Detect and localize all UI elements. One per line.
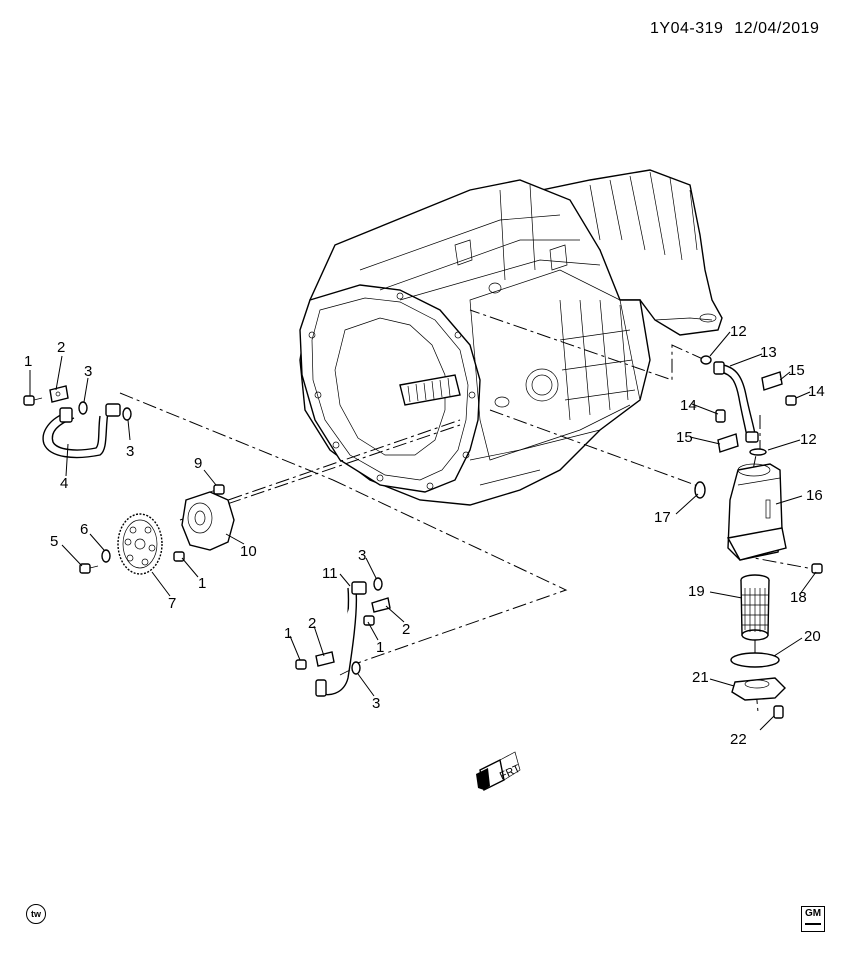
bolt-5 xyxy=(79,563,99,574)
callout-1-lower: 1 xyxy=(284,625,292,642)
callout-11: 11 xyxy=(322,565,338,582)
filter-element-19 xyxy=(740,574,770,641)
callout-12-lower: 12 xyxy=(800,431,817,448)
seal-12-upper xyxy=(700,355,712,365)
oil-pipe-left xyxy=(42,403,121,459)
bolt-1-upper-right xyxy=(363,615,375,626)
callout-7: 7 xyxy=(168,595,176,612)
callout-9: 9 xyxy=(194,455,202,472)
tw-badge: tw xyxy=(26,904,46,924)
oil-pump-10 xyxy=(181,484,235,551)
front-arrow: FRT xyxy=(476,751,522,792)
callout-12-upper: 12 xyxy=(730,323,747,340)
bracket-15-upper xyxy=(761,371,783,391)
callout-1-upper-right: 1 xyxy=(376,639,384,656)
callout-17: 17 xyxy=(654,509,671,526)
callout-2-lower: 2 xyxy=(308,615,316,632)
callout-3-left-b: 3 xyxy=(126,443,134,460)
callout-22: 22 xyxy=(730,731,747,748)
bolt-22 xyxy=(773,705,784,719)
seal-3-upper-right xyxy=(373,577,383,591)
gm-logo-bar xyxy=(805,923,821,925)
drive-gear-7 xyxy=(117,513,163,575)
diagram-id: 1Y04-319 xyxy=(650,20,724,37)
callout-15-upper: 15 xyxy=(788,362,805,379)
seal-3-left-b xyxy=(122,407,132,421)
callout-2-left: 2 xyxy=(57,339,65,356)
callout-19: 19 xyxy=(688,583,705,600)
bracket-15-lower xyxy=(717,433,739,453)
callout-6: 6 xyxy=(80,521,88,538)
callout-14-lower: 14 xyxy=(680,397,697,414)
o-ring-20 xyxy=(730,652,780,668)
callout-10: 10 xyxy=(240,543,257,560)
leader-lines xyxy=(119,309,809,713)
callout-14-upper: 14 xyxy=(808,383,825,400)
callout-labels: 1 2 3 3 4 5 6 7 1 9 10 11 3 1 2 1 2 3 12… xyxy=(24,323,825,748)
callout-3-lower: 3 xyxy=(372,695,380,712)
filter-housing-16 xyxy=(726,463,787,561)
callout-18: 18 xyxy=(790,589,807,606)
bolt-14-upper xyxy=(785,395,797,406)
seal-3-lower xyxy=(351,661,361,675)
callout-leaders xyxy=(29,331,817,731)
bolt-18 xyxy=(811,563,823,574)
transmission-housing xyxy=(299,169,723,506)
callout-20: 20 xyxy=(804,628,821,645)
seal-3-left-a xyxy=(78,401,88,415)
callout-4: 4 xyxy=(60,475,68,492)
callout-1-pump: 1 xyxy=(198,575,206,592)
callout-13: 13 xyxy=(760,344,777,361)
callout-15-lower: 15 xyxy=(676,429,693,446)
bracket-2-upper-right xyxy=(371,597,391,613)
diagram-header: 1Y04-319 12/04/2019 xyxy=(650,20,825,38)
seal-12-lower xyxy=(749,448,767,456)
gm-logo: GM xyxy=(801,906,825,932)
callout-1-left: 1 xyxy=(24,353,32,370)
callout-5: 5 xyxy=(50,533,58,550)
bolt-1-lower xyxy=(295,659,307,670)
bolt-14-lower xyxy=(715,409,726,423)
callout-2-upper-right: 2 xyxy=(402,621,410,638)
callout-3-left-a: 3 xyxy=(84,363,92,380)
oil-pipe-11 xyxy=(315,581,367,697)
bracket-2-lower xyxy=(315,651,335,667)
callout-3-upper-right: 3 xyxy=(358,547,366,564)
diagram-date: 12/04/2019 xyxy=(734,20,820,37)
washer-6 xyxy=(101,549,111,563)
gm-logo-text: GM xyxy=(804,908,822,919)
callout-16: 16 xyxy=(806,487,823,504)
filter-cap-21 xyxy=(731,677,786,701)
bolt-1-left xyxy=(23,395,43,406)
bolt-1-pump xyxy=(173,551,185,562)
oil-pipe-13 xyxy=(713,361,759,443)
bracket-2-left xyxy=(49,385,69,403)
callout-21: 21 xyxy=(692,669,709,686)
